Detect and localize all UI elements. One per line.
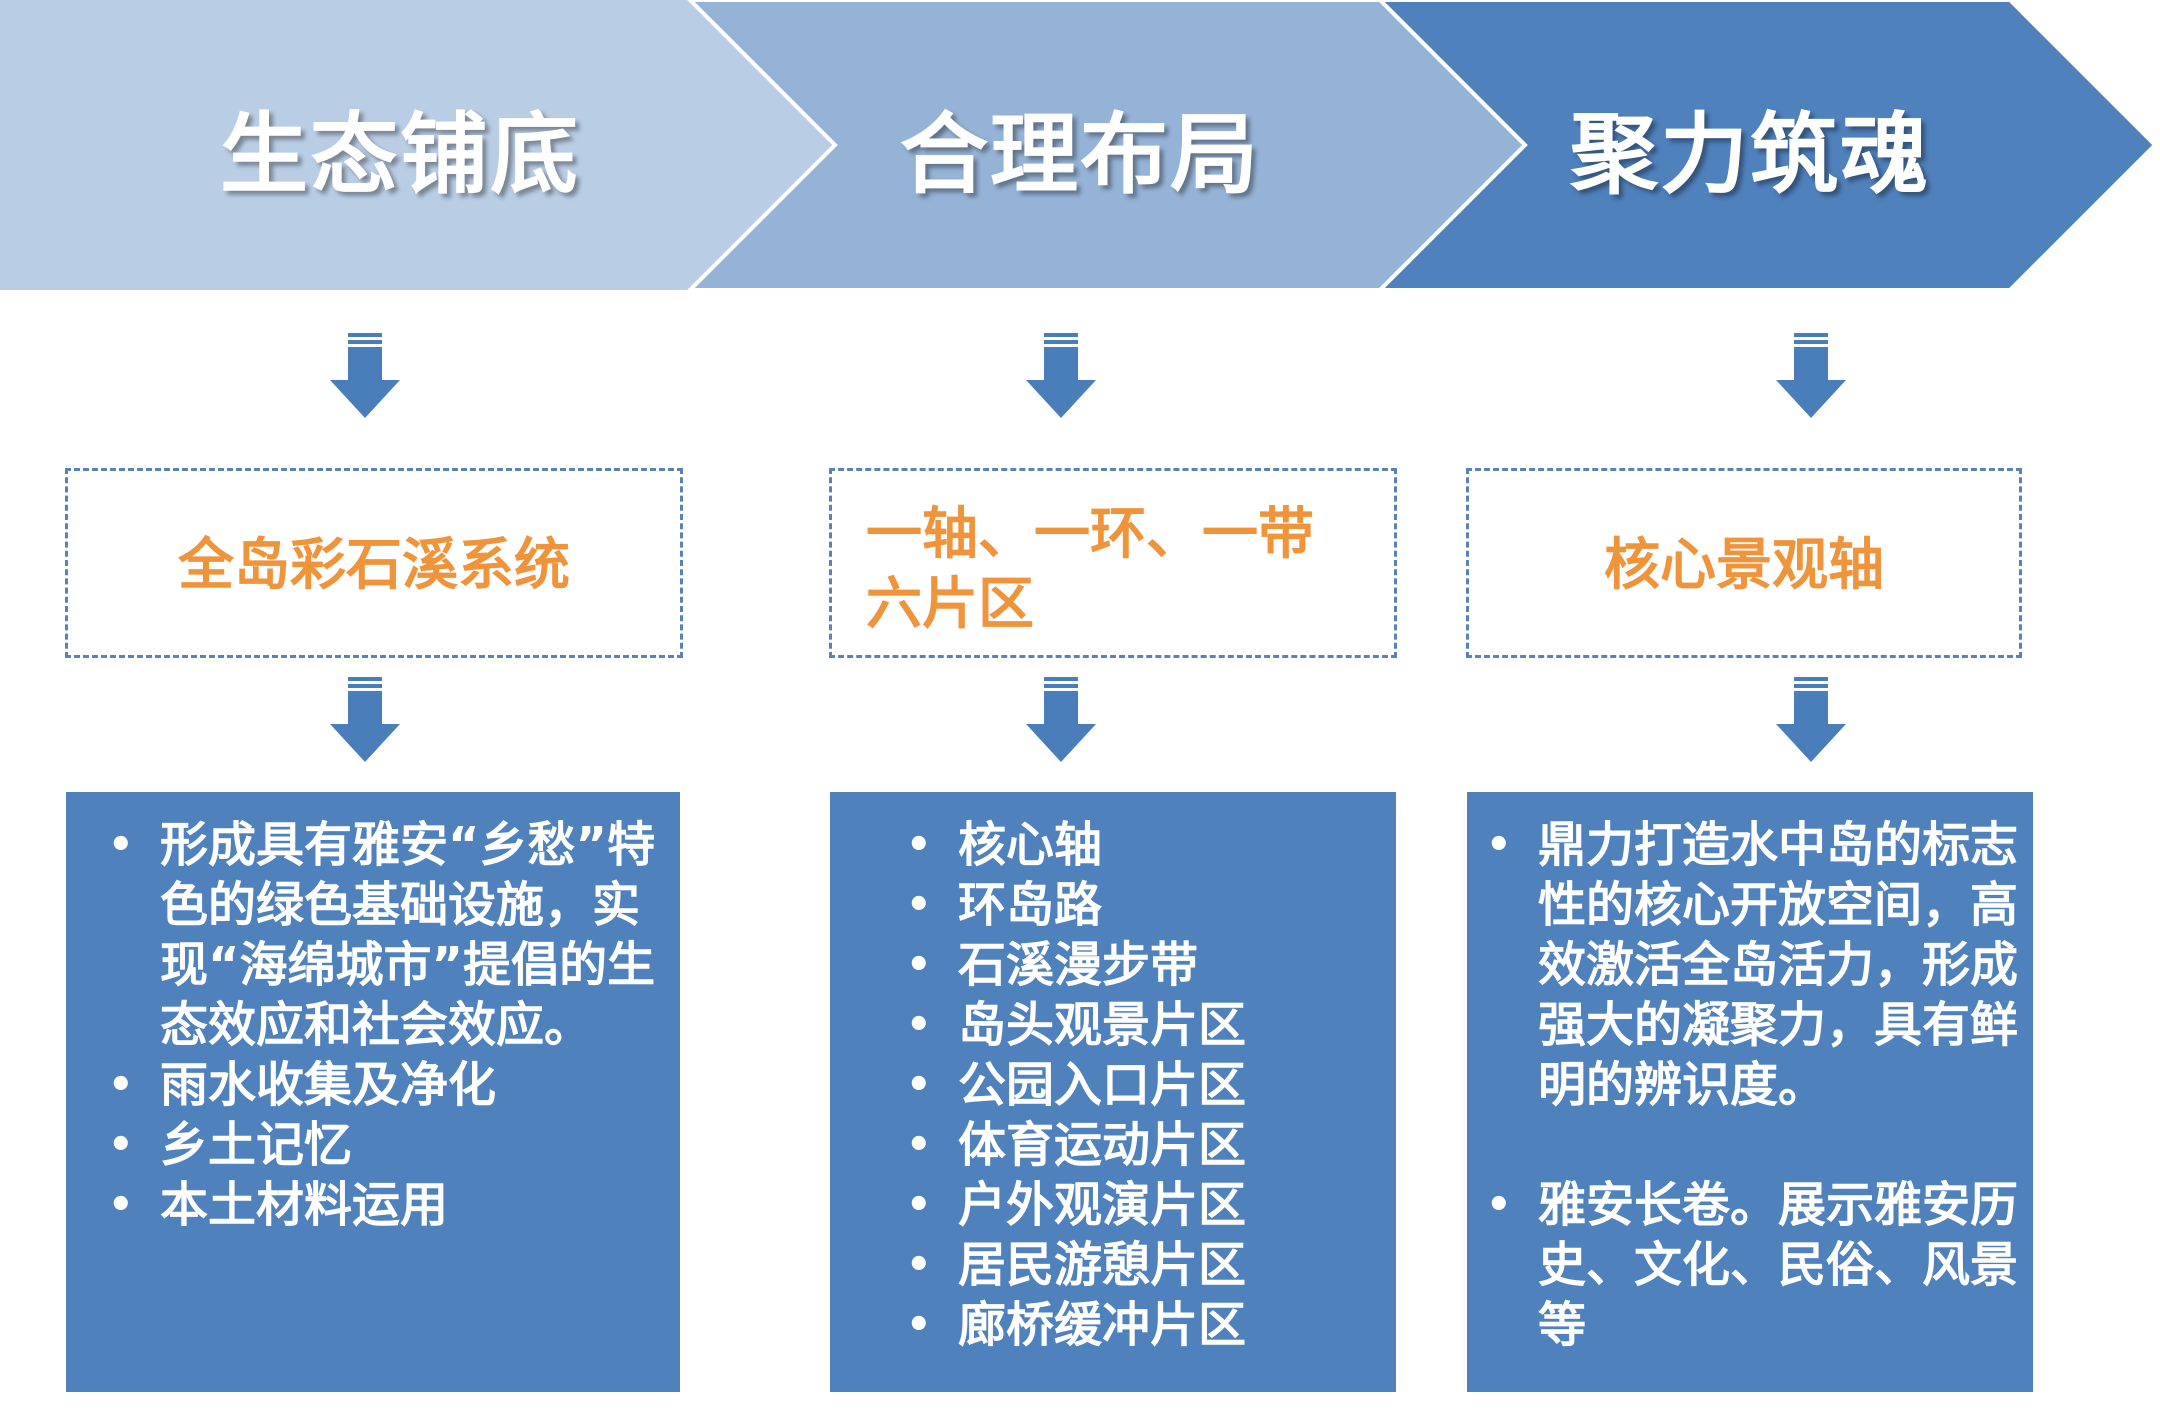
list-item: 核心轴 <box>906 815 1376 875</box>
stage-1-title: 生态铺底 <box>219 103 580 206</box>
stage-3-focus-box <box>1466 468 2022 658</box>
list-item: 雨水收集及净化 <box>108 1055 668 1115</box>
chevron-stage-3 <box>1375 0 2158 292</box>
chevron-stage-1 <box>0 0 835 290</box>
list-item: 岛头观景片区 <box>906 995 1376 1055</box>
stage-2-focus-box <box>829 468 1397 658</box>
list-item: 居民游憩片区 <box>906 1235 1376 1295</box>
list-item: 形成具有雅安“乡愁”特色的绿色基础设施，实现“海绵城市”提倡的生态效应和社会效应… <box>108 815 668 1055</box>
stage-2-focus-label: 一轴、一环、一带 六片区 <box>866 500 1314 640</box>
stage-1-detail-list: 形成具有雅安“乡愁”特色的绿色基础设施，实现“海绵城市”提倡的生态效应和社会效应… <box>108 815 668 1235</box>
down-arrow-icon <box>1776 333 1846 418</box>
list-item: 乡土记忆 <box>108 1115 668 1175</box>
down-arrow-icon <box>1026 333 1096 418</box>
stage-1-focus-box <box>65 468 683 658</box>
list-item: 户外观演片区 <box>906 1175 1376 1235</box>
stage-1-focus-label: 全岛彩石溪系统 <box>178 533 570 598</box>
down-arrow-icon <box>330 677 400 762</box>
down-arrow-icon <box>330 333 400 418</box>
list-item: 公园入口片区 <box>906 1055 1376 1115</box>
down-arrow-icon <box>1026 677 1096 762</box>
list-item: 廊桥缓冲片区 <box>906 1295 1376 1355</box>
stage-3-detail-list: 鼎力打造水中岛的标志性的核心开放空间，高效激活全岛活力，形成强大的凝聚力，具有鲜… <box>1486 815 2031 1355</box>
list-item: 鼎力打造水中岛的标志性的核心开放空间，高效激活全岛活力，形成强大的凝聚力，具有鲜… <box>1486 815 2031 1115</box>
stage-3-title: 聚力筑魂 <box>1569 103 1930 206</box>
list-item: 本土材料运用 <box>108 1175 668 1235</box>
stage-3-focus-label: 核心景观轴 <box>1604 533 1884 598</box>
stage-2-focus-line-1: 一轴、一环、一带 <box>866 502 1314 567</box>
down-arrow-icon <box>1776 677 1846 762</box>
list-item: 雅安长卷。展示雅安历史、文化、民俗、风景等 <box>1486 1175 2031 1355</box>
stage-2-title: 合理布局 <box>899 103 1260 206</box>
list-item: 环岛路 <box>906 875 1376 935</box>
list-item: 体育运动片区 <box>906 1115 1376 1175</box>
list-item: 石溪漫步带 <box>906 935 1376 995</box>
stage-2-detail-list: 核心轴 环岛路 石溪漫步带 岛头观景片区 公园入口片区 体育运动片区 户外观演片… <box>906 815 1376 1355</box>
stage-2-focus-line-2: 六片区 <box>866 572 1034 637</box>
